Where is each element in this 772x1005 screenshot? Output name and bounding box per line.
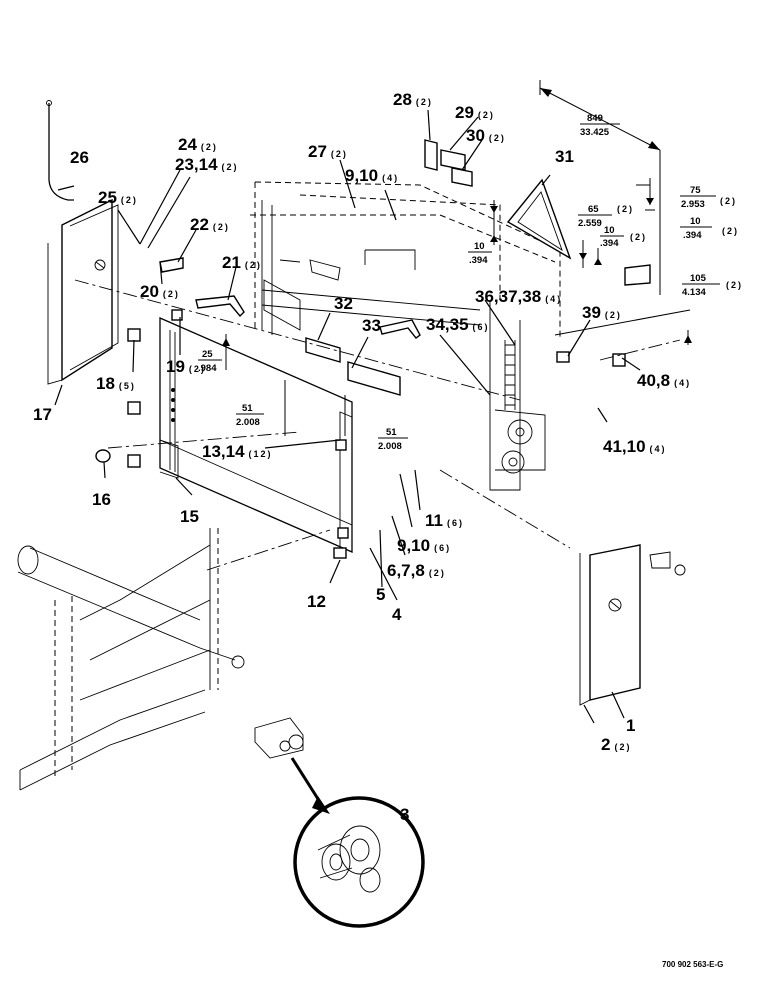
bracket-34 [379, 319, 421, 339]
callout-39: 39(2) [582, 303, 622, 322]
callout-32: 32 [334, 294, 353, 313]
callout-27: 27(2) [308, 142, 348, 161]
svg-text:75: 75 [690, 185, 701, 196]
main-housing [250, 181, 561, 491]
washer-16 [95, 449, 111, 463]
callout-12: 12 [307, 592, 326, 611]
callout-26: 26 [70, 148, 89, 167]
dimension-fraction-bars [198, 123, 720, 439]
callout-41-10: 41,10(4) [603, 437, 667, 456]
callout-4: 4 [392, 605, 402, 624]
bracket-40 [612, 353, 626, 367]
svg-text:(2): (2) [726, 280, 743, 290]
callout-25: 25(2) [98, 188, 138, 207]
callout-2: 2(2) [601, 735, 631, 754]
callout-24: 24(2) [178, 135, 218, 154]
rod-26 [48, 103, 74, 201]
triangle-31 [506, 178, 572, 260]
callout-9-10-b: 9,10(6) [397, 536, 451, 555]
bracket-22 [159, 257, 184, 273]
svg-text:10: 10 [690, 216, 701, 227]
callout-15: 15 [180, 507, 199, 526]
bracket-39 [556, 351, 570, 363]
callout-18: 18(5) [96, 374, 136, 393]
callout-3: 3 [400, 805, 409, 824]
callout-29: 29(2) [455, 103, 495, 122]
callout-6-7-8: 6,7,8(2) [387, 561, 446, 580]
tractor-frame [17, 528, 245, 791]
callout-34-35: 34,35(6) [426, 315, 490, 334]
right-shield [579, 544, 686, 706]
svg-text:10: 10 [474, 241, 485, 252]
callout-30: 30(2) [466, 126, 506, 145]
callout-13-14: 13,14(12) [202, 442, 273, 461]
callout-36-37-38: 36,37,38(4) [475, 287, 562, 306]
svg-text:2.953: 2.953 [681, 199, 705, 210]
svg-text:.394: .394 [469, 255, 488, 266]
svg-text:(2): (2) [630, 232, 647, 242]
svg-text:51: 51 [242, 403, 253, 414]
callout-22: 22(2) [190, 215, 230, 234]
plates-18-19 [127, 309, 349, 559]
callout-16: 16 [92, 490, 111, 509]
callout-5: 5 [376, 585, 385, 604]
callout-31: 31 [555, 147, 574, 166]
callout-23-14: 23,14(2) [175, 155, 239, 174]
svg-text:105: 105 [690, 273, 707, 284]
bracket-21 [195, 295, 245, 318]
callout-19: 19(2) [166, 357, 206, 376]
callout-11: 11(6) [425, 511, 464, 530]
svg-text:.394: .394 [683, 230, 702, 241]
left-shield [47, 198, 119, 385]
decals-28-30 [424, 139, 473, 187]
svg-text:.394: .394 [600, 238, 619, 249]
svg-text:.984: .984 [198, 363, 217, 374]
detail-view [254, 717, 425, 928]
drawing-number: 700 902 563-E-G [662, 960, 723, 969]
svg-text:65: 65 [588, 204, 599, 215]
svg-text:4.134: 4.134 [682, 287, 706, 298]
callout-21: 21(2) [222, 253, 262, 272]
svg-text:25: 25 [202, 349, 213, 360]
svg-text:2.008: 2.008 [236, 417, 260, 428]
projection-lines [74, 279, 681, 571]
dimension-labels: 849 33.425 75 2.953 (2) 65 2.559 (2) 10 … [198, 113, 743, 452]
callout-labels: 26 24(2) 23,14(2) 25(2) 22(2) 21(2) 20(2… [33, 90, 691, 824]
svg-text:(2): (2) [720, 196, 737, 206]
svg-text:2.008: 2.008 [378, 441, 402, 452]
svg-text:33.425: 33.425 [580, 127, 610, 138]
callout-20: 20(2) [140, 282, 180, 301]
callout-33: 33 [362, 316, 381, 335]
svg-text:(2): (2) [617, 204, 634, 214]
dimension-lines [225, 80, 691, 436]
svg-text:849: 849 [587, 113, 603, 124]
callout-1: 1 [626, 716, 635, 735]
svg-text:51: 51 [386, 427, 397, 438]
decals-32-33 [305, 337, 401, 396]
back-panel [159, 317, 353, 553]
svg-text:2.559: 2.559 [578, 218, 602, 229]
callout-40-8: 40,8(4) [637, 371, 691, 390]
callout-17: 17 [33, 405, 52, 424]
svg-text:(2): (2) [722, 226, 739, 236]
callout-28: 28(2) [393, 90, 433, 109]
dimension-arrows [222, 88, 692, 346]
leader-lines [54, 109, 641, 724]
callout-9-10-a: 9,10(4) [345, 166, 399, 185]
svg-text:10: 10 [604, 225, 615, 236]
